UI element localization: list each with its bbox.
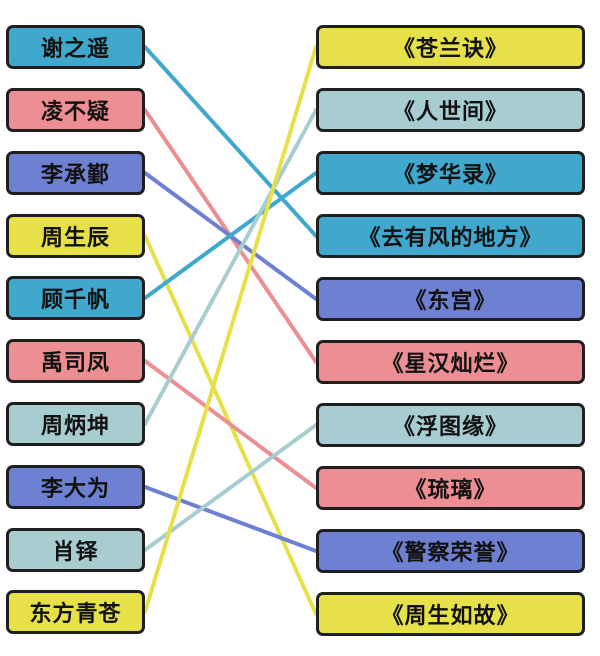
drama-card-5[interactable]: 《星汉灿烂》 [316, 340, 585, 384]
connection-line-6 [143, 108, 318, 426]
drama-card-9[interactable]: 《周生如故》 [316, 592, 585, 636]
drama-card-4[interactable]: 《东宫》 [316, 277, 585, 321]
connection-line-8 [143, 423, 318, 552]
drama-card-8[interactable]: 《警察荣誉》 [316, 529, 585, 573]
character-card-0[interactable]: 谢之遥 [6, 25, 145, 69]
character-card-7[interactable]: 李大为 [6, 465, 145, 509]
drama-card-0[interactable]: 《苍兰诀》 [316, 25, 585, 69]
character-card-8[interactable]: 肖铎 [6, 528, 145, 572]
connection-line-9 [143, 45, 318, 614]
drama-card-7[interactable]: 《琉璃》 [316, 466, 585, 510]
drama-card-1[interactable]: 《人世间》 [316, 88, 585, 132]
connection-line-7 [143, 485, 318, 553]
character-card-6[interactable]: 周炳坤 [6, 402, 145, 446]
character-card-5[interactable]: 禹司凤 [6, 339, 145, 383]
character-card-4[interactable]: 顾千帆 [6, 276, 145, 320]
drama-card-2[interactable]: 《梦华录》 [316, 151, 585, 195]
character-card-2[interactable]: 李承鄞 [6, 151, 145, 195]
character-card-9[interactable]: 东方青苍 [6, 590, 145, 634]
character-card-1[interactable]: 凌不疑 [6, 88, 145, 132]
drama-card-3[interactable]: 《去有风的地方》 [316, 214, 585, 258]
character-card-3[interactable]: 周生辰 [6, 214, 145, 258]
drama-card-6[interactable]: 《浮图缘》 [316, 403, 585, 447]
connection-line-0 [143, 45, 318, 238]
connection-line-5 [143, 359, 318, 490]
connection-line-4 [143, 171, 318, 300]
